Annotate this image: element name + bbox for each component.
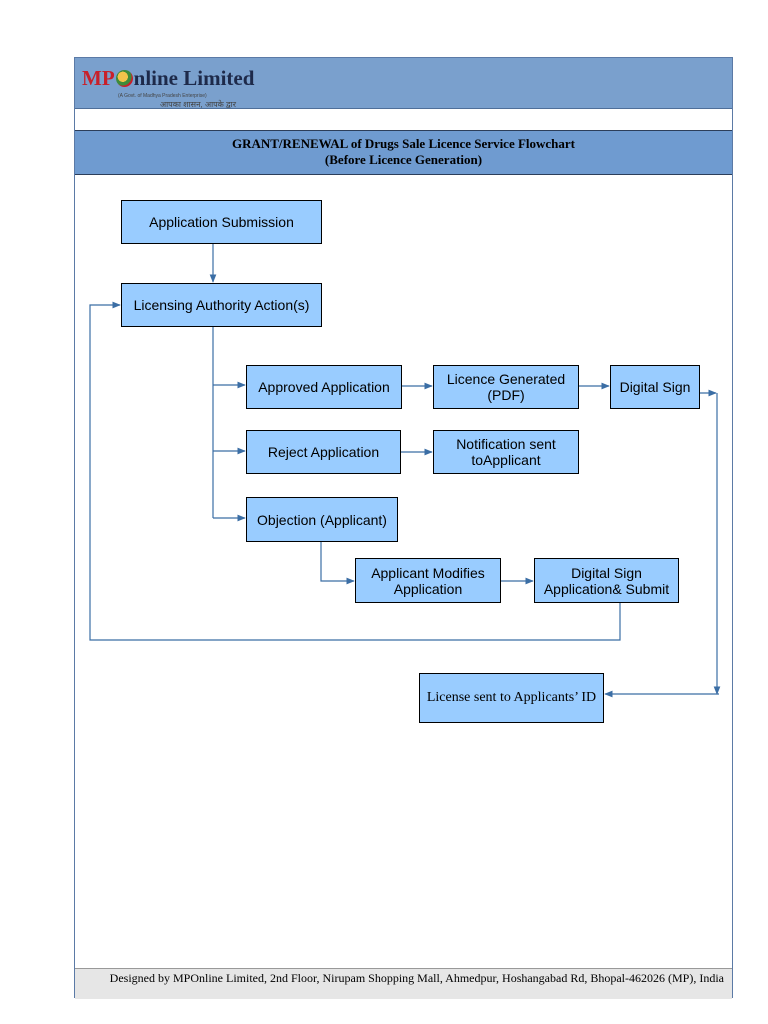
node-reject-application: Reject Application [246,430,401,474]
node-approved-application: Approved Application [246,365,402,409]
node-digital-sign-submit: Digital Sign Application& Submit [534,558,679,603]
flowchart-subtitle: (Before Licence Generation) [324,152,483,167]
footer: Designed by MPOnline Limited, 2nd Floor,… [75,968,732,999]
flowchart-title-band: GRANT/RENEWAL of Drugs Sale Licence Serv… [75,130,732,175]
node-digital-sign: Digital Sign [610,365,700,409]
arrow-submit-loop-to-authority [89,301,621,641]
arrow-objection-to-modify [320,541,355,585]
node-applicant-modifies: Applicant Modifies Application [355,558,501,603]
header-band [75,58,732,109]
node-objection: Objection (Applicant) [246,497,398,542]
node-licensing-authority: Licensing Authority Action(s) [121,283,322,327]
node-notification-sent: Notification sent toApplicant [433,430,579,474]
logo-mp-text: MP [82,66,115,90]
flowchart-title: GRANT/RENEWAL of Drugs Sale Licence Serv… [231,136,576,151]
logo-emblem-icon [115,70,133,87]
logo-tagline-hindi: आपका शासन, आपके द्वार [160,100,236,109]
footer-address: Designed by MPOnline Limited, 2nd Floor,… [109,971,724,985]
node-application-submission: Application Submission [121,200,322,244]
logo-tagline-small: (A Govt. of Madhya Pradesh Enterprise) [118,93,207,99]
mponline-logo: MP nline Limited (A Govt. of Madhya Prade… [82,66,282,110]
node-licence-generated: Licence Generated (PDF) [433,365,579,409]
logo-name-text: nline Limited [133,66,255,90]
logo-title: MP nline Limited [82,66,254,91]
node-license-sent: License sent to Applicants’ ID [419,673,604,723]
